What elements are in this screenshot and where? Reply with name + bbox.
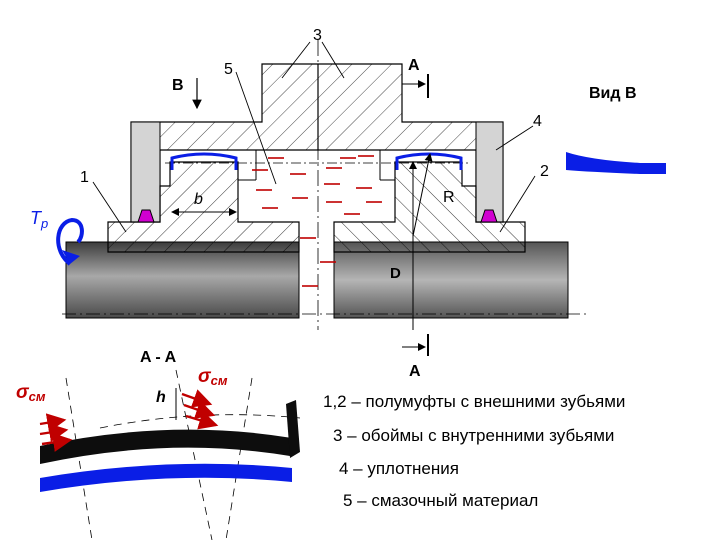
- label-sigma-right-main: σ: [198, 366, 212, 387]
- label-d: D: [390, 265, 401, 282]
- legend-item-1: 1,2 – полумуфты с внешними зубьями: [323, 392, 626, 411]
- legend-item-2: 3 – обоймы с внутренними зубьями: [333, 426, 615, 445]
- left-hub: [107, 161, 300, 253]
- section-marker-top: [402, 74, 429, 98]
- legend-item-3: 4 – уплотнения: [339, 459, 459, 478]
- left-seal: [137, 209, 155, 223]
- label-tp-main: T: [30, 208, 43, 228]
- label-a-top: A: [408, 57, 420, 74]
- label-tp: Tp: [30, 208, 48, 231]
- label-sigma-left: σсм: [16, 382, 46, 404]
- torque-arrow: [56, 217, 84, 266]
- dimension-r: [412, 153, 433, 237]
- legend-item-4: 5 – смазочный материал: [343, 491, 539, 510]
- label-4: 4: [533, 113, 542, 130]
- section-marker-bottom: [402, 334, 429, 356]
- label-3: 3: [313, 27, 322, 44]
- label-sigma-right: σсм: [198, 366, 228, 388]
- label-r: R: [443, 189, 455, 206]
- label-sigma-right-sub: см: [211, 373, 228, 388]
- left-tooth-crown: [170, 152, 238, 170]
- right-seal: [480, 209, 498, 223]
- label-sigma-left-sub: см: [29, 389, 46, 404]
- label-h: h: [156, 389, 166, 406]
- view-b-tooth-profile: [566, 152, 666, 174]
- right-end-cap: [475, 121, 504, 223]
- leader-lines: [92, 41, 536, 233]
- left-end-cap: [130, 121, 161, 223]
- label-1: 1: [80, 169, 89, 186]
- section-aa-view: [39, 369, 301, 540]
- right-shaft: [333, 241, 569, 319]
- label-section-aa: A - A: [140, 349, 177, 366]
- label-a-bottom: A: [409, 363, 421, 380]
- lubricant-marks: [252, 155, 382, 287]
- label-sigma-left-main: σ: [16, 382, 30, 403]
- label-vid-b: Вид В: [589, 85, 637, 102]
- label-5: 5: [224, 61, 233, 78]
- label-2: 2: [540, 163, 549, 180]
- label-tp-sub: p: [40, 216, 48, 231]
- left-shaft: [65, 241, 300, 319]
- label-b: b: [194, 191, 203, 208]
- label-view-b-arrow: В: [172, 77, 184, 94]
